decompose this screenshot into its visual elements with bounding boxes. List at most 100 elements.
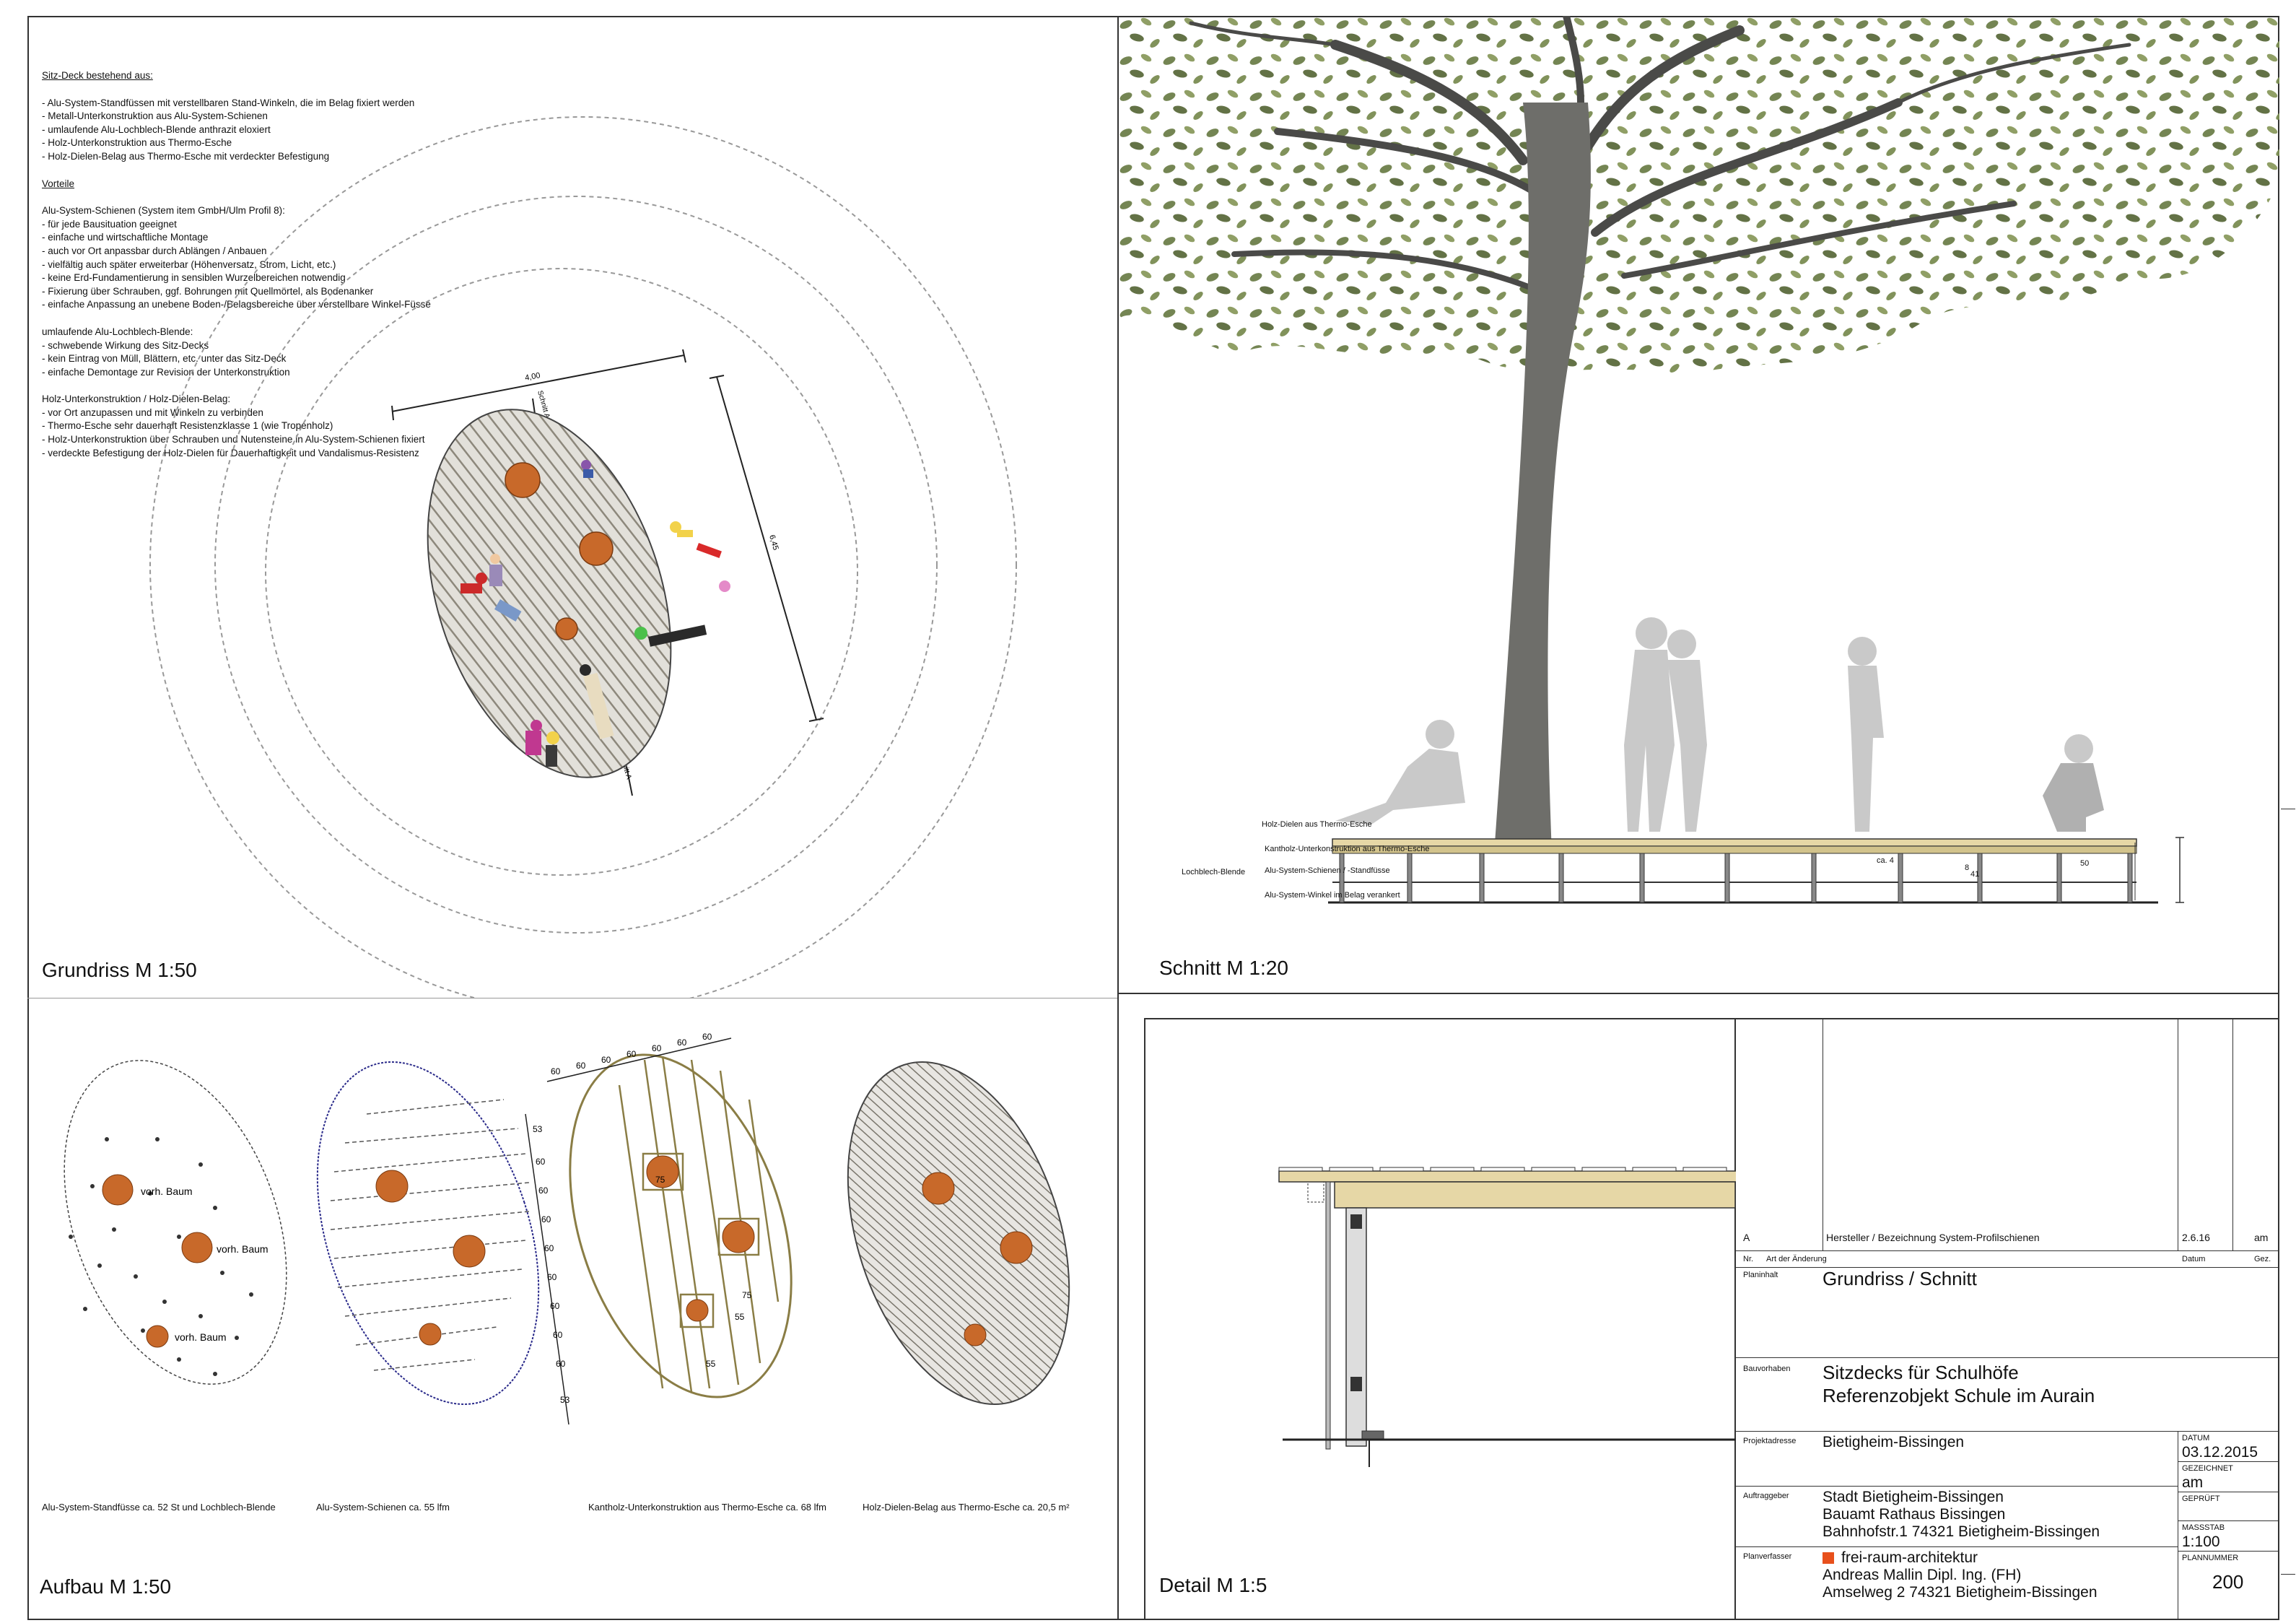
list-item: - verdeckte Befestigung der Holz-Dielen … (42, 447, 419, 458)
label-dielen: Holz-Dielen aus Thermo-Esche (1262, 820, 1372, 829)
notes-deck-heading: Sitz-Deck bestehend aus: (42, 70, 153, 81)
dimension-line (391, 354, 685, 412)
list-item: - Holz-Unterkonstruktion über Schrauben … (42, 434, 425, 445)
list-item: - vielfältig auch später erweiterbar (Hö… (42, 258, 336, 270)
auftraggeber-line3: Bahnhofstr.1 74321 Bietigheim-Bissingen (1823, 1523, 2100, 1540)
dim-length-label: 6,45 (767, 534, 780, 552)
header-gez: Gez. (2254, 1255, 2271, 1263)
aufbau-joists-outline (569, 1053, 793, 1398)
tree-disc (722, 1220, 755, 1253)
blende-list: - schwebende Wirkung des Sitz-Decks - ke… (42, 339, 446, 380)
people-figures (460, 460, 730, 767)
rail-lines (330, 1099, 530, 1371)
list-item: - Holz-Dielen-Belag aus Thermo-Esche mit… (42, 150, 330, 162)
gezeichnet-value: am (2182, 1474, 2204, 1491)
deck-plan (427, 409, 672, 778)
label-8: 8 (1965, 863, 1970, 872)
geprueft-label: GEPRÜFT (2182, 1494, 2220, 1503)
aufbau-caption: Kantholz-Unterkonstruktion aus Thermo-Es… (588, 1502, 826, 1513)
auftraggeber-line2: Bauamt Rathaus Bissingen (1823, 1506, 2006, 1523)
canopy-outline (265, 268, 858, 876)
notes-vorteile-heading: Vorteile (42, 178, 75, 189)
label-50: 50 (2080, 859, 2090, 868)
svg-text:60: 60 (601, 1055, 611, 1065)
plannummer-label: PLANNUMMER (2182, 1554, 2239, 1562)
tree-disc (453, 1235, 486, 1268)
list-item: - kein Eintrag von Müll, Blättern, etc. … (42, 353, 287, 365)
planverfasser-line3: Amselweg 2 74321 Bietigheim-Bissingen (1823, 1584, 2098, 1601)
revision-description: Hersteller / Bezeichnung System-Profilsc… (1826, 1232, 2040, 1243)
notes-block: Sitz-Deck bestehend aus: - Alu-System-St… (42, 69, 446, 460)
logo-square-icon (1823, 1552, 1834, 1564)
divider-vertical (1117, 16, 1119, 1620)
svg-text:60: 60 (652, 1043, 662, 1053)
tree-label: vorh. Baum (141, 1185, 193, 1197)
label-ca4: ca. 4 (1877, 856, 1894, 865)
tree-disc (505, 462, 541, 498)
detail-drawing (1278, 1167, 1736, 1467)
label-lochblech: Lochblech-Blende (1182, 868, 1246, 876)
aufbau-caption: Alu-System-Standfüsse ca. 52 St und Loch… (42, 1502, 276, 1513)
label-kantholz: Kantholz-Unterkonstruktion aus Thermo-Es… (1265, 845, 1430, 853)
list-item: - vor Ort anzupassen und mit Winkeln zu … (42, 406, 263, 418)
divider-horizontal-right (1117, 993, 2279, 994)
auftraggeber-label: Auftraggeber (1743, 1492, 1789, 1500)
projektadresse-value: Bietigheim-Bissingen (1823, 1434, 1965, 1450)
planverfasser-label: Planverfasser (1743, 1552, 1792, 1561)
svg-text:60: 60 (627, 1049, 637, 1059)
aufbau-caption: Holz-Dielen-Belag aus Thermo-Esche ca. 2… (863, 1502, 1070, 1513)
revision-date: 2.6.16 (2182, 1232, 2210, 1243)
svg-text:55: 55 (706, 1359, 716, 1369)
dimension-line (716, 376, 817, 721)
aufbau-title: Aufbau M 1:50 (40, 1575, 172, 1598)
list-item: - Alu-System-Standfüssen mit verstellbar… (42, 97, 415, 108)
tree-label: vorh. Baum (217, 1243, 269, 1255)
list-item: - Holz-Unterkonstruktion aus Thermo-Esch… (42, 137, 232, 149)
list-item: - keine Erd-Fundamentierung in sensiblen… (42, 272, 346, 284)
svg-text:75: 75 (742, 1290, 752, 1300)
list-item: - einfache und wirtschaftliche Montage (42, 232, 209, 243)
header-art: Art der Änderung (1766, 1255, 1827, 1263)
foot-points (69, 1137, 253, 1376)
tree-trunk (1494, 103, 1591, 853)
label-schienen: Alu-System-Schienen / -Standfüsse (1265, 866, 1390, 875)
svg-text:60: 60 (541, 1214, 551, 1224)
aufbau-drawing: vorh. Baum vorh. Baum vorh. Baum 53 60 6… (64, 1032, 1070, 1425)
section-title: Schnitt M 1:20 (1159, 957, 1288, 979)
revision-by: am (2254, 1232, 2269, 1243)
list-item: - schwebende Wirkung des Sitz-Decks (42, 339, 209, 351)
tree-canopy (1119, 16, 2279, 377)
datum-value: 03.12.2015 (2182, 1444, 2258, 1461)
joist-lines (618, 1056, 780, 1393)
tree-disc (146, 1325, 169, 1348)
bauvorhaben-line1: Sitzdecks für Schulhöfe (1823, 1362, 2019, 1383)
tree-disc (579, 531, 614, 566)
tree-disc (375, 1170, 409, 1203)
header-datum: Datum (2182, 1255, 2206, 1263)
tree-label: vorh. Baum (175, 1331, 227, 1343)
list-item: - auch vor Ort anpassbar durch Ablängen … (42, 245, 267, 256)
floor-plan-drawing: 4,00 6,45 Schnitt A Schnitt A (149, 116, 1017, 998)
tree-disc (686, 1299, 709, 1322)
title-block: A Hersteller / Bezeichnung System-Profil… (1736, 1018, 2279, 1620)
deck-planks (1332, 838, 2137, 847)
list-item: - Metall-Unterkonstruktion aus Alu-Syste… (42, 110, 268, 122)
detail-blende (1325, 1181, 1331, 1450)
bauvorhaben-label: Bauvorhaben (1743, 1365, 1791, 1373)
gezeichnet-label: GEZEICHNET (2182, 1464, 2233, 1473)
aufbau-planks (847, 1061, 1070, 1405)
svg-text:60: 60 (677, 1037, 687, 1048)
svg-text:53: 53 (560, 1395, 570, 1405)
aufbau-caption: Alu-System-Schienen ca. 55 lfm (316, 1502, 450, 1513)
holz-list: - vor Ort anzupassen und mit Winkeln zu … (42, 406, 446, 460)
rail-list: - für jede Bausituation geeignet - einfa… (42, 218, 446, 312)
people-silhouettes (1335, 617, 2104, 832)
list-item: - einfache Anpassung an unebene Boden-/B… (42, 299, 431, 310)
margin-tick (2281, 1574, 2295, 1575)
bauvorhaben-line2: Referenzobjekt Schule im Aurain (1823, 1385, 2095, 1406)
dim-width-label: 4,00 (524, 371, 541, 383)
detail-deck-board (1278, 1170, 1736, 1183)
svg-text:60: 60 (538, 1185, 549, 1196)
svg-text:60: 60 (536, 1157, 546, 1167)
tree-disc (1000, 1231, 1033, 1264)
